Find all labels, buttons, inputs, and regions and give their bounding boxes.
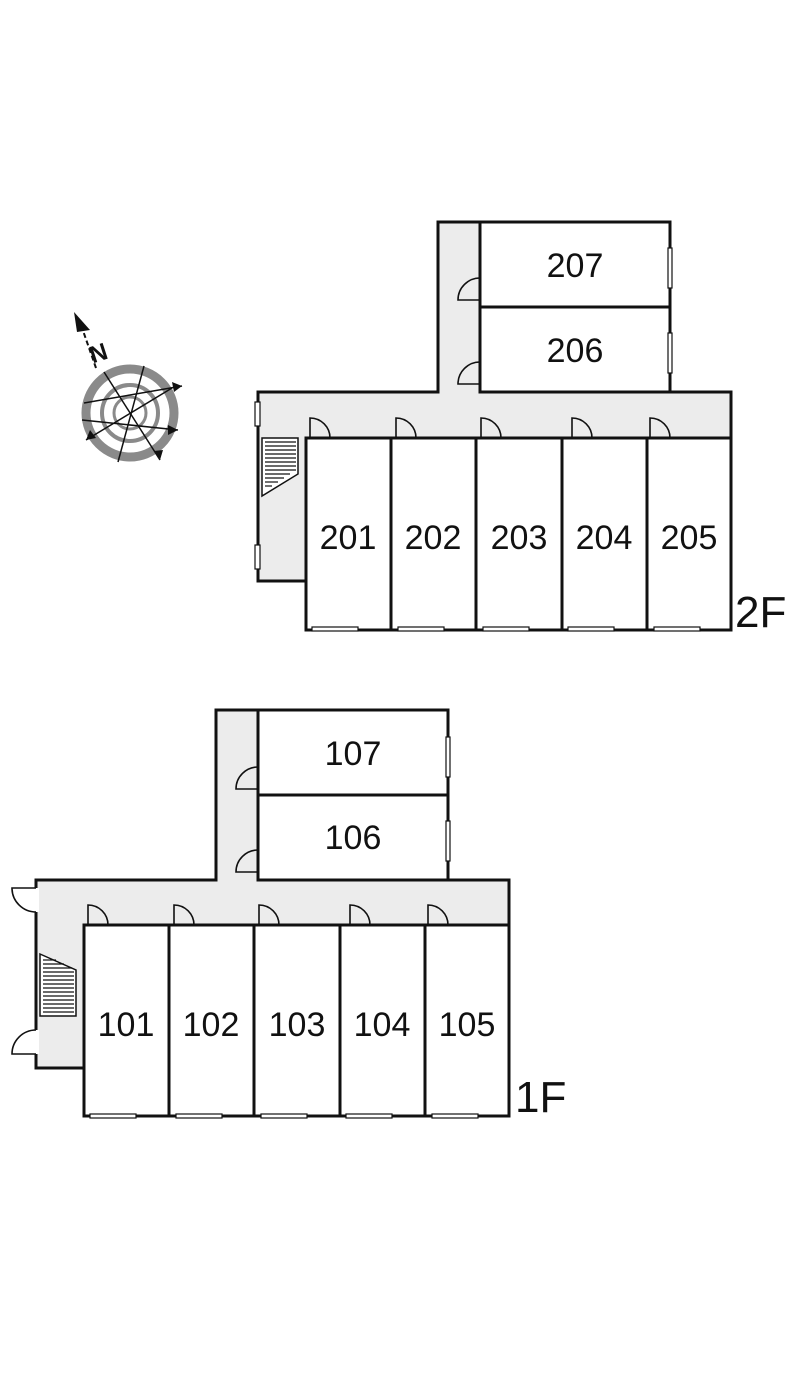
- floor-2f: 207 206 201 202 203 204 205 2F: [254, 220, 786, 637]
- door-icon: [427, 904, 449, 926]
- window: [667, 332, 673, 374]
- stairs-icon: [261, 437, 299, 498]
- window: [445, 736, 451, 778]
- door-icon: [235, 849, 259, 873]
- door-icon: [11, 887, 39, 913]
- room-label: 102: [183, 1006, 240, 1044]
- room-label: 106: [325, 819, 382, 857]
- door-icon: [349, 904, 371, 926]
- room-207: [478, 220, 672, 309]
- door-icon: [480, 417, 502, 439]
- room-label: 204: [576, 519, 633, 557]
- window: [89, 1113, 137, 1119]
- window: [397, 626, 445, 632]
- room-label: 103: [269, 1006, 326, 1044]
- compass-rose-icon: N: [74, 312, 183, 463]
- door-icon: [457, 361, 481, 385]
- door-icon: [11, 1029, 39, 1055]
- room-label: 203: [491, 519, 548, 557]
- room-label: 201: [320, 519, 377, 557]
- window: [482, 626, 530, 632]
- room-label: 107: [325, 735, 382, 773]
- room-102: [167, 923, 256, 1118]
- window: [667, 247, 673, 289]
- door-icon: [173, 904, 195, 926]
- floor-label-1f: 1F: [515, 1073, 566, 1122]
- window: [445, 820, 451, 862]
- room-label: 104: [354, 1006, 411, 1044]
- room-201: [304, 436, 393, 632]
- window: [254, 401, 261, 427]
- door-icon: [649, 417, 671, 439]
- room-105: [423, 923, 511, 1118]
- room-label: 206: [547, 332, 604, 370]
- window: [431, 1113, 479, 1119]
- door-icon: [457, 277, 481, 301]
- room-label: 105: [439, 1006, 496, 1044]
- room-label: 101: [98, 1006, 155, 1044]
- room-101: [82, 923, 171, 1118]
- window: [311, 626, 359, 632]
- room-label: 202: [405, 519, 462, 557]
- window: [254, 544, 261, 570]
- stairs-icon: [39, 952, 77, 1017]
- window: [260, 1113, 308, 1119]
- door-icon: [395, 417, 417, 439]
- door-icon: [571, 417, 593, 439]
- floor-1f: 107 106 101 102 103 104 105 1F: [11, 708, 566, 1122]
- door-icon: [87, 904, 109, 926]
- window: [653, 626, 701, 632]
- window: [567, 626, 615, 632]
- room-205: [645, 436, 733, 632]
- door-icon: [309, 417, 331, 439]
- room-label: 207: [547, 247, 604, 285]
- window: [345, 1113, 393, 1119]
- door-icon: [258, 904, 280, 926]
- north-label: N: [86, 338, 111, 369]
- room-label: 205: [661, 519, 718, 557]
- door-icon: [235, 766, 259, 790]
- window: [175, 1113, 223, 1119]
- floor-label-2f: 2F: [735, 588, 786, 637]
- room-203: [474, 436, 564, 632]
